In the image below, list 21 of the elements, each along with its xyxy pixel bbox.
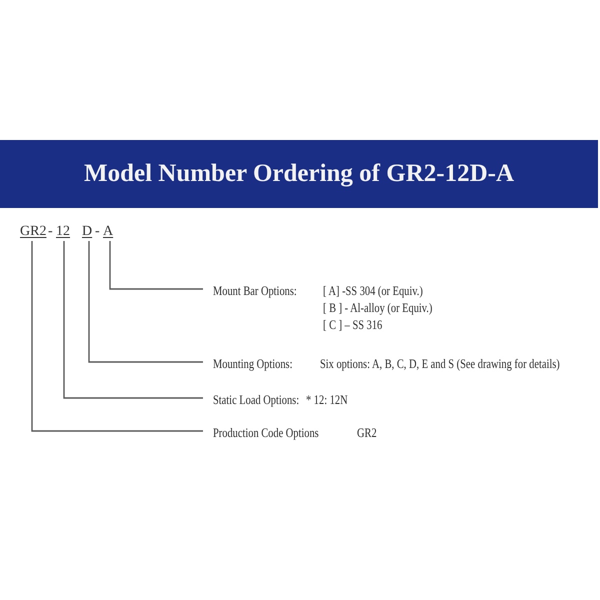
option-value: GR2	[357, 425, 377, 440]
diagram-title: Model Number Ordering of GR2-12D-A	[84, 159, 514, 190]
leader-line	[31, 241, 203, 432]
model-code-label: 12	[56, 224, 70, 240]
option-heading: Mount Bar Options:	[213, 283, 297, 298]
option-value: Six options: A, B, C, D, E and S (See drawing for details)	[320, 356, 560, 371]
option-heading: Static Load Options:	[213, 392, 300, 407]
model-code-label: GR2	[20, 224, 46, 240]
code-separator: -	[95, 224, 100, 240]
leader-line	[109, 241, 203, 290]
option-value: * 12: 12N	[306, 392, 348, 407]
leader-line	[88, 241, 203, 363]
model-code-label: D	[82, 224, 92, 240]
model-code-label: A	[103, 224, 114, 240]
option-value: [ A] -SS 304 (or Equiv.)	[323, 283, 423, 298]
option-value: [ C ] – SS 316	[323, 317, 382, 332]
code-separator: -	[48, 224, 53, 240]
option-heading: Production Code Options	[213, 425, 319, 440]
option-value: [ B ] - Al-alloy (or Equiv.)	[323, 300, 432, 315]
leader-line	[63, 241, 203, 399]
option-heading: Mounting Options:	[213, 356, 292, 371]
